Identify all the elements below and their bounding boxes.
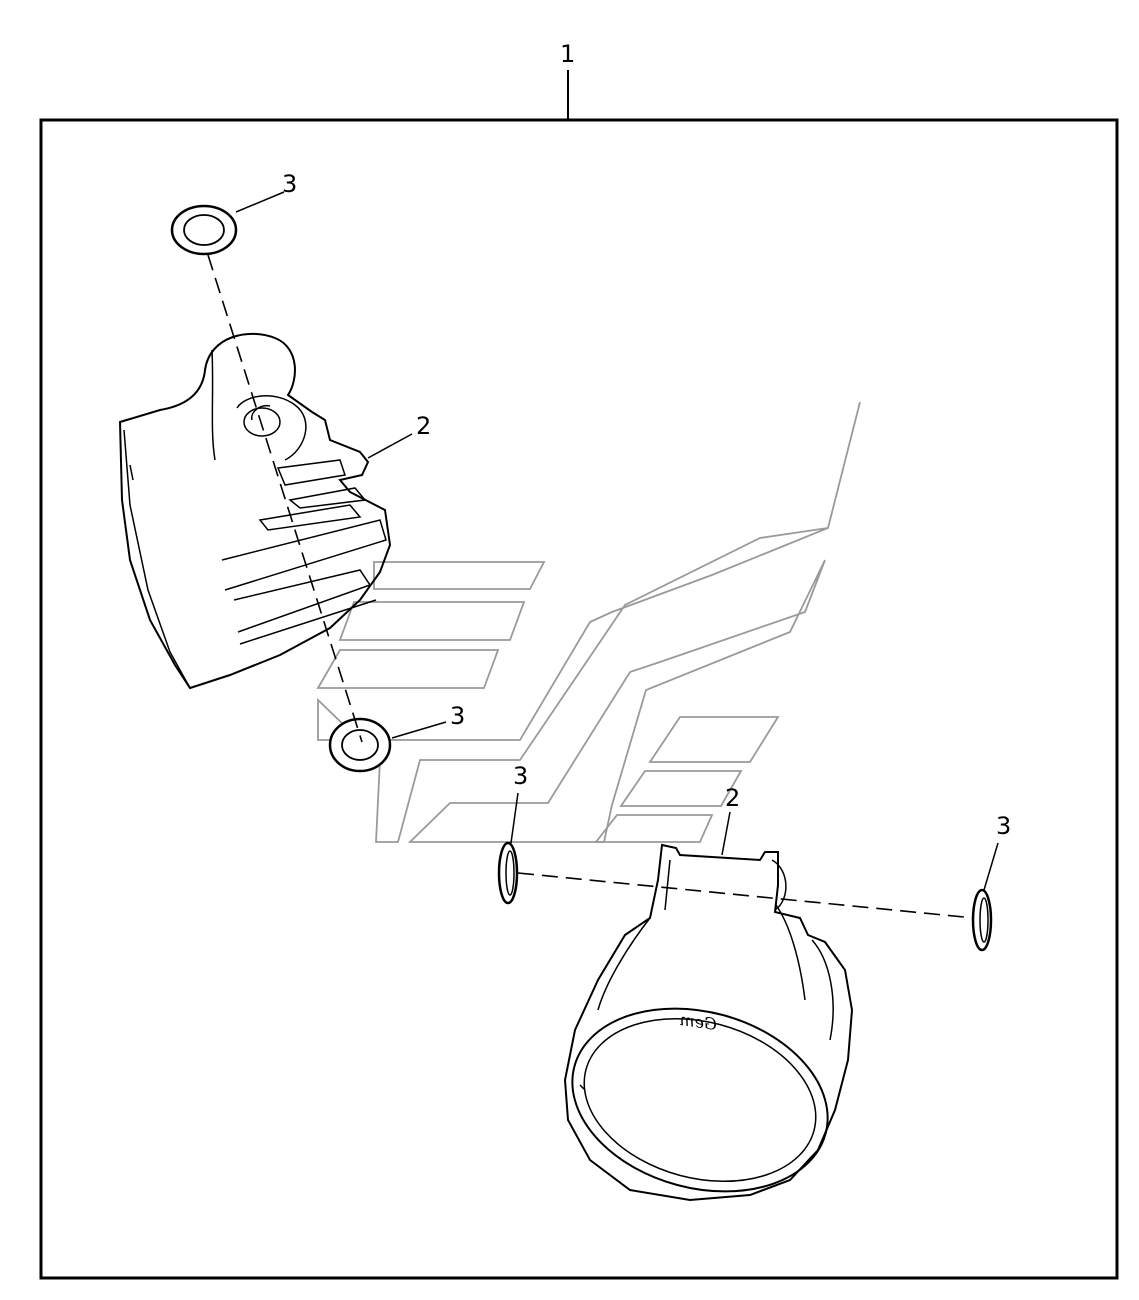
leader-washer-middle (391, 721, 447, 739)
washer-top (170, 204, 238, 256)
callout-lamp-lower: 2 (725, 784, 740, 812)
washer-middle (328, 717, 392, 773)
callout-washer-right: 3 (996, 812, 1011, 840)
assembly-axis-upper (207, 254, 363, 743)
leader-washer-left (510, 792, 519, 844)
callout-lamp-upper: 2 (416, 412, 431, 440)
lamp-logo: Gem (678, 1010, 718, 1034)
assembly-axis-lower (517, 872, 975, 919)
watermark-logo (316, 401, 861, 843)
callout-washer-left: 3 (513, 762, 528, 790)
lower-lamp (563, 843, 854, 1202)
washer-right (971, 888, 993, 952)
kit-frame (39, 118, 1119, 1280)
callout-washer-top: 3 (282, 170, 297, 198)
callout-kit: 1 (560, 40, 575, 68)
leader-lamp-upper (367, 433, 413, 459)
leader-washer-top (235, 191, 285, 213)
leader-lamp-lower (721, 811, 731, 856)
leader-washer-right (983, 842, 999, 891)
upper-lamp (118, 332, 392, 690)
washer-left (497, 841, 519, 905)
callout-washer-middle: 3 (450, 702, 465, 730)
